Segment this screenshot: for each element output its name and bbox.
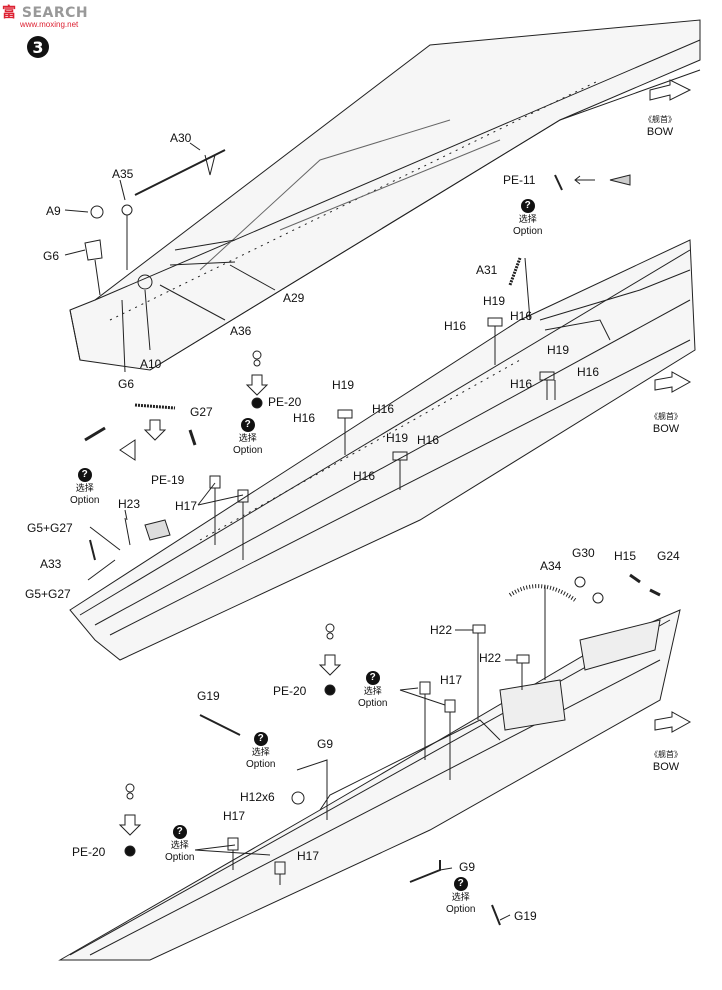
bow-label-3: 《舰首》 BOW <box>650 750 682 773</box>
watermark-logo: 富 SEARCH <box>2 5 89 21</box>
label-h22-a: H22 <box>430 623 453 637</box>
option-marker-2: ? 选择 Option <box>233 418 263 456</box>
part-pe20-b <box>318 623 342 696</box>
label-a34: A34 <box>540 559 562 573</box>
label-pe11: PE-11 <box>503 173 536 187</box>
label-a29: A29 <box>283 291 305 305</box>
label-pe20-a: PE-20 <box>268 395 302 409</box>
label-h17-b: H17 <box>440 673 463 687</box>
question-icon: ? <box>172 825 187 839</box>
part-h17-a <box>209 475 221 489</box>
label-h16-c: H16 <box>510 377 533 391</box>
hull-section-bow <box>58 609 681 961</box>
question-icon: ? <box>453 877 468 891</box>
part-a31 <box>508 257 522 286</box>
part-g9-b <box>409 860 441 883</box>
question-icon: ? <box>520 199 535 213</box>
option-marker-6: ? 选择 Option <box>165 825 195 863</box>
label-a10: A10 <box>140 357 162 371</box>
question-icon: ? <box>365 671 380 685</box>
label-g24: G24 <box>657 549 680 563</box>
part-pe19 <box>134 403 176 410</box>
label-g5g27-a: G5+G27 <box>27 521 73 535</box>
label-h22-b: H22 <box>479 651 502 665</box>
watermark-url: www.moxing.net <box>20 20 79 29</box>
label-a33: A33 <box>40 557 62 571</box>
option-marker-7: ? 选择 Option <box>446 877 476 915</box>
part-g19-b <box>491 904 501 926</box>
label-a30: A30 <box>170 131 192 145</box>
label-h16-b: H16 <box>510 309 533 323</box>
part-g9-a <box>296 759 328 820</box>
label-g9-a: G9 <box>317 737 334 751</box>
part-h23 <box>124 517 131 546</box>
question-icon: ? <box>253 732 268 746</box>
label-g30: G30 <box>572 546 595 560</box>
label-g19-b: G19 <box>514 909 537 923</box>
part-h22 <box>472 624 486 634</box>
part-a30 <box>134 149 226 196</box>
bow-arrow-2 <box>654 371 692 393</box>
label-g6-bottom: G6 <box>118 377 135 391</box>
hull-section-mid <box>69 239 696 661</box>
part-pe11 <box>554 174 563 191</box>
label-h16-f: H16 <box>372 402 395 416</box>
label-g19-a: G19 <box>197 689 220 703</box>
hull-section-stern <box>69 19 701 371</box>
label-h16-d: H16 <box>577 365 600 379</box>
question-icon: ? <box>240 418 255 432</box>
label-h16-h: H16 <box>353 469 376 483</box>
bow-arrow-1 <box>649 79 692 101</box>
step-number-badge: 3 <box>27 36 49 58</box>
label-a36: A36 <box>230 324 252 338</box>
label-h15: H15 <box>614 549 637 563</box>
part-a34 <box>508 584 577 602</box>
label-pe19: PE-19 <box>151 473 185 487</box>
part-a29 <box>174 239 236 251</box>
label-h12x6: H12x6 <box>240 790 275 804</box>
option-marker-3: ? 选择 Option <box>70 468 100 506</box>
label-a31: A31 <box>476 263 498 277</box>
label-g5g27-b: G5+G27 <box>25 587 71 601</box>
label-pe20-b: PE-20 <box>273 684 307 698</box>
label-h19-c: H19 <box>332 378 355 392</box>
label-a9: A9 <box>46 204 61 218</box>
bow-arrow-3 <box>654 711 692 733</box>
question-icon: ? <box>77 468 92 482</box>
option-marker-5: ? 选择 Option <box>246 732 276 770</box>
bow-label-1: 《舰首》 BOW <box>644 115 676 138</box>
label-h19-a: H19 <box>483 294 506 308</box>
label-h19-b: H19 <box>547 343 570 357</box>
part-pe20-a <box>245 350 269 409</box>
label-h17-a: H17 <box>175 499 198 513</box>
option-marker-4: ? 选择 Option <box>358 671 388 709</box>
label-g9-b: G9 <box>459 860 476 874</box>
davit-group-1 <box>337 317 556 490</box>
label-h17-c: H17 <box>223 809 246 823</box>
part-pe20-c <box>118 783 142 857</box>
label-g27: G27 <box>190 405 213 419</box>
part-a9 <box>90 205 104 219</box>
label-g6-top: G6 <box>43 249 60 263</box>
label-h16-e: H16 <box>293 411 316 425</box>
label-pe20-c: PE-20 <box>72 845 106 859</box>
label-a35: A35 <box>112 167 134 181</box>
label-h23: H23 <box>118 497 141 511</box>
label-h19-d: H19 <box>386 431 409 445</box>
label-h16-g: H16 <box>417 433 440 447</box>
bow-label-2: 《舰首》 BOW <box>650 412 682 435</box>
label-h17-d: H17 <box>297 849 320 863</box>
part-a33 <box>89 539 96 561</box>
part-g6 <box>84 239 103 261</box>
part-g27 <box>188 429 197 446</box>
label-h16-a: H16 <box>444 319 467 333</box>
part-g19-a <box>199 714 241 736</box>
option-marker-1: ? 选择 Option <box>513 199 543 237</box>
